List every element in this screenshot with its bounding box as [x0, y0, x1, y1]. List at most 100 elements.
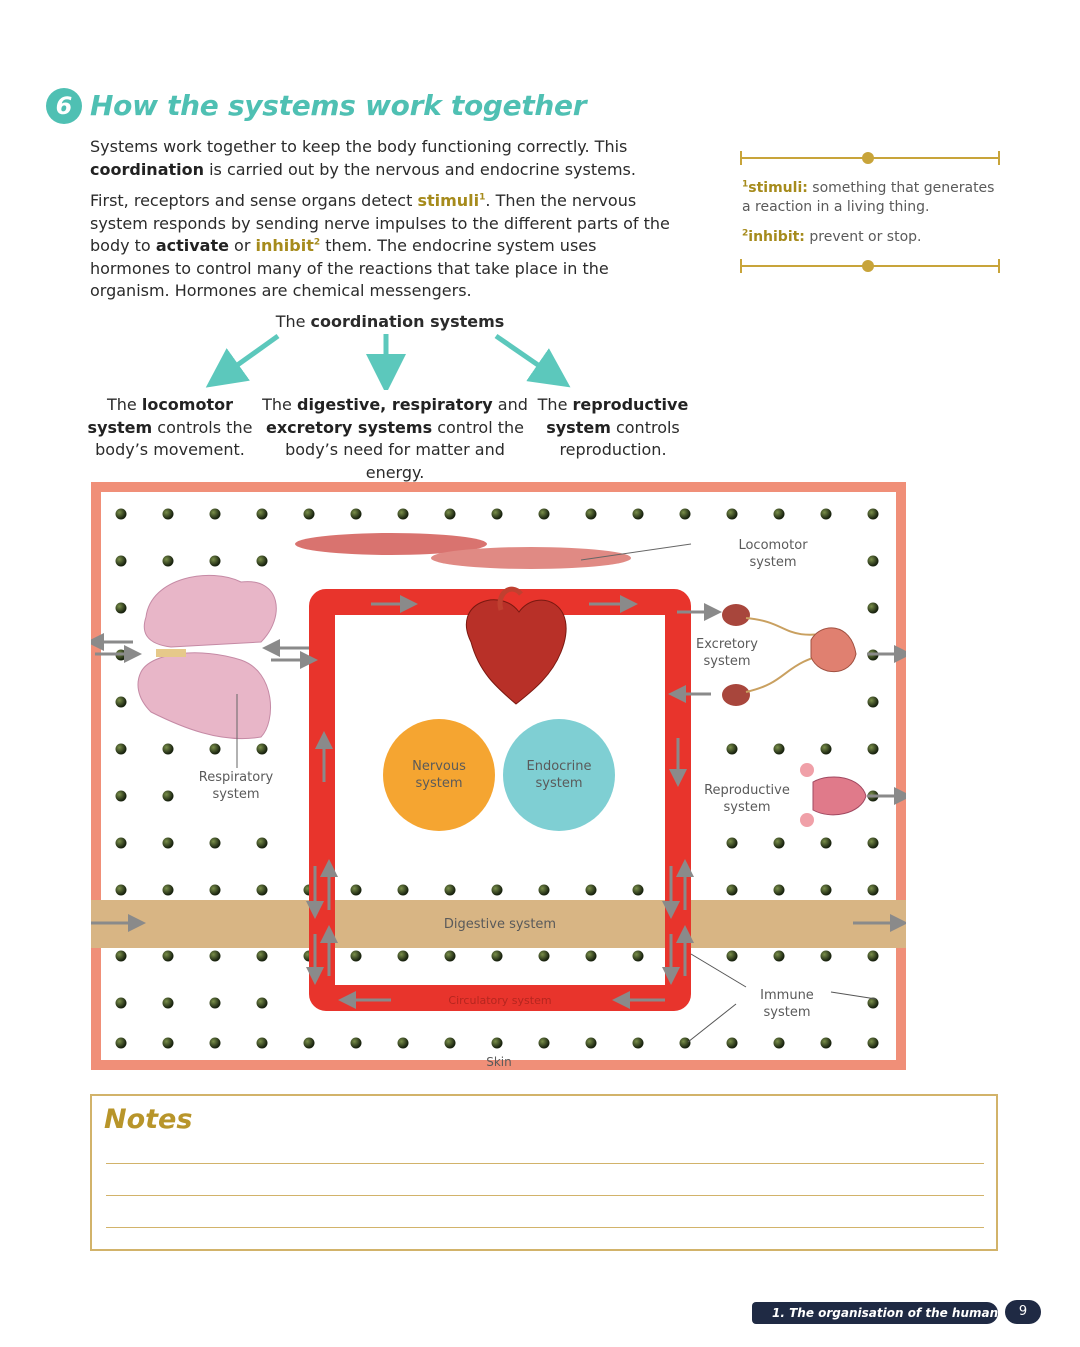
section-number: 6 [46, 88, 82, 124]
glossary-entry-stimuli: 1stimuli: something that generates a rea… [742, 179, 995, 215]
cell-dot [867, 555, 879, 567]
cell-dot [538, 950, 550, 962]
chapter-tab [752, 1302, 998, 1324]
cell-dot [820, 884, 832, 896]
cell-dot [397, 950, 409, 962]
intro-paragraph-1: Systems work together to keep the body f… [90, 137, 636, 179]
chapter-title: 1. The organisation of the human body [772, 1306, 1036, 1320]
cell-dot [162, 997, 174, 1009]
cell-dot [256, 743, 268, 755]
cell-dot [209, 508, 221, 520]
cell-dot [115, 837, 127, 849]
cell-dot [679, 1037, 691, 1049]
cell-dot [162, 884, 174, 896]
cell-dot [162, 837, 174, 849]
cell-dot [773, 743, 785, 755]
glossary-rule-cap [998, 151, 1000, 165]
cell-dot [867, 743, 879, 755]
cell-dot [726, 950, 738, 962]
cell-dot [256, 837, 268, 849]
glossary-entry-inhibit: 2inhibit: prevent or stop. [742, 228, 922, 245]
cell-dot [350, 1037, 362, 1049]
cell-dot [867, 884, 879, 896]
cell-dot [115, 696, 127, 708]
term-stimuli: stimuli [417, 191, 480, 210]
label-digestive-system: Digestive system [443, 917, 557, 932]
cell-dot [867, 1037, 879, 1049]
cell-dot [209, 1037, 221, 1049]
body-systems-diagram: Locomotor system Excretory system Respir… [91, 482, 906, 1070]
cell-dot [444, 1037, 456, 1049]
cell-dot [867, 696, 879, 708]
cell-dot [632, 950, 644, 962]
cell-dot [867, 602, 879, 614]
coordination-title: The coordination systems [275, 312, 505, 331]
cell-dot [209, 997, 221, 1009]
cell-dot [115, 1037, 127, 1049]
cell-dot [585, 1037, 597, 1049]
cell-dot [538, 508, 550, 520]
cell-dot [726, 837, 738, 849]
label-excretory-system: Excretory system [696, 637, 758, 669]
label-circulatory-system: Circulatory system [448, 994, 552, 1007]
cell-dot [256, 950, 268, 962]
cell-dot [256, 997, 268, 1009]
cell-dot [491, 1037, 503, 1049]
cell-dot [209, 950, 221, 962]
cell-dot [209, 743, 221, 755]
glossary-rule-cap [740, 259, 742, 273]
cell-dot [256, 1037, 268, 1049]
cell-dot [491, 950, 503, 962]
notes-box[interactable] [90, 1094, 998, 1251]
notes-line[interactable] [106, 1195, 984, 1196]
cell-dot [632, 1037, 644, 1049]
cell-dot [820, 1037, 832, 1049]
cell-dot [115, 602, 127, 614]
cell-dot [209, 884, 221, 896]
cell-dot [303, 1037, 315, 1049]
digestive-band [91, 900, 906, 948]
cell-dot [397, 1037, 409, 1049]
cell-dot [867, 837, 879, 849]
cell-dot [820, 508, 832, 520]
term-inhibit: inhibit [255, 236, 314, 255]
cell-dot [397, 508, 409, 520]
notes-line[interactable] [106, 1227, 984, 1228]
cell-dot [726, 1037, 738, 1049]
glossary-knot-icon [862, 152, 874, 164]
cell-dot [867, 508, 879, 520]
cell-dot [538, 884, 550, 896]
label-nervous-system: Nervous system [412, 759, 466, 791]
arrow-right-icon [494, 333, 571, 388]
nervous-system-circle [383, 719, 495, 831]
cell-dot [773, 508, 785, 520]
notes-line[interactable] [106, 1163, 984, 1164]
cell-dot [162, 555, 174, 567]
coordination-item-locomotor: The locomotor system controls the body’s… [87, 395, 253, 459]
muscle-icon [295, 533, 692, 569]
cell-dot [632, 508, 644, 520]
cell-dot [209, 555, 221, 567]
cell-dot [726, 508, 738, 520]
cell-dot [491, 508, 503, 520]
glossary-rule-cap [740, 151, 742, 165]
glossary-rule-cap [998, 259, 1000, 273]
cell-dot [867, 950, 879, 962]
cell-dot [538, 1037, 550, 1049]
cell-dot [773, 837, 785, 849]
cell-dot [773, 884, 785, 896]
cell-dot [867, 997, 879, 1009]
cell-dot [632, 884, 644, 896]
label-respiratory-system: Respiratory system [198, 770, 274, 802]
cell-dot [444, 508, 456, 520]
cell-dot [773, 950, 785, 962]
section-title: How the systems work together [90, 89, 587, 122]
kidneys-icon [722, 604, 857, 706]
cell-dot [773, 1037, 785, 1049]
cell-dot [397, 884, 409, 896]
lungs-icon [137, 575, 277, 768]
label-skin: Skin [486, 1055, 512, 1069]
cell-dot [162, 508, 174, 520]
arrow-left-icon [205, 333, 280, 388]
cell-dot [209, 837, 221, 849]
